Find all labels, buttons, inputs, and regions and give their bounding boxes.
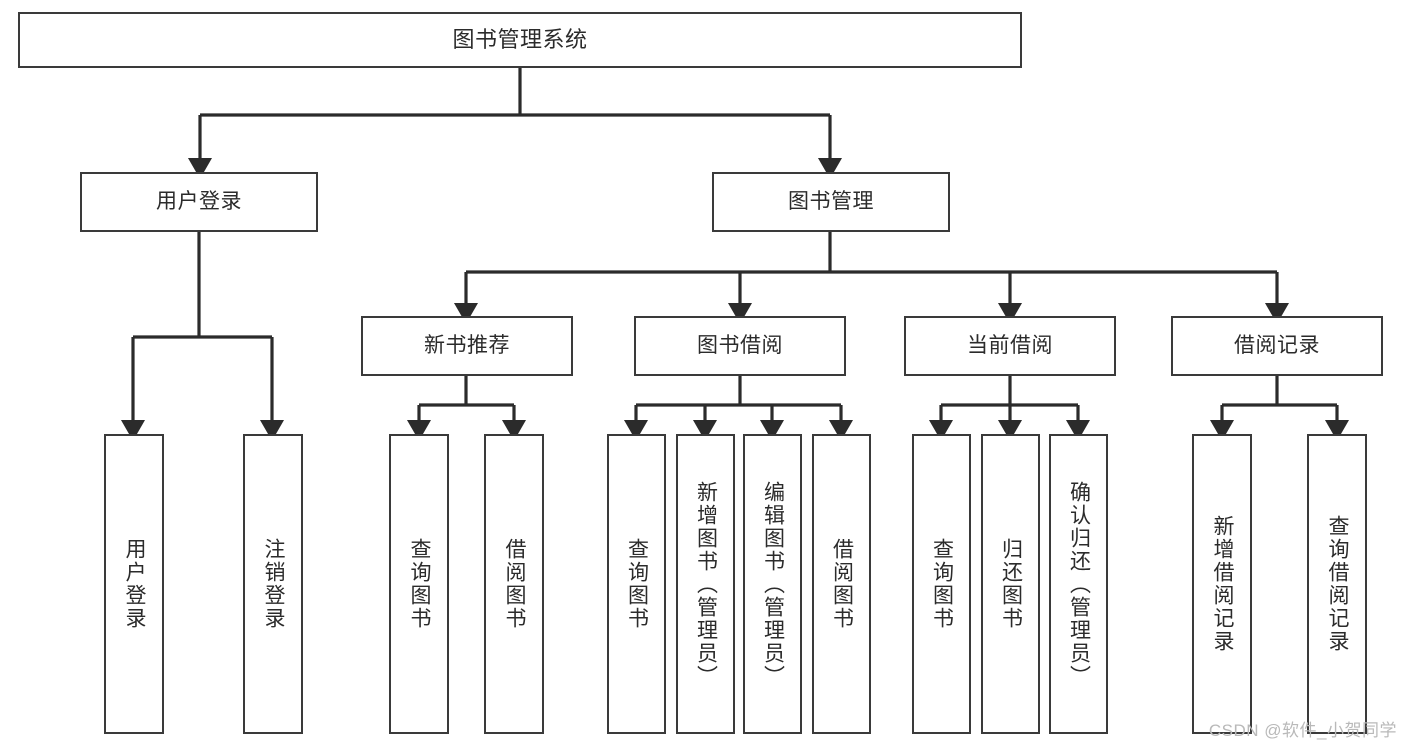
node-label: 查询借阅记录 <box>1326 515 1350 653</box>
node-label: 借阅记录 <box>1234 333 1320 357</box>
node-label: 归还图书 <box>999 538 1023 630</box>
node-leaf-add-borrow-record[interactable]: 新增借阅记录 <box>1192 434 1252 734</box>
node-leaf-user-login[interactable]: 用户登录 <box>104 434 164 734</box>
node-borrow-record[interactable]: 借阅记录 <box>1171 316 1383 376</box>
node-label: 图书借阅 <box>697 333 783 357</box>
node-user-login[interactable]: 用户登录 <box>80 172 318 232</box>
node-new-book-recommend[interactable]: 新书推荐 <box>361 316 573 376</box>
node-root-book-management-system[interactable]: 图书管理系统 <box>18 12 1022 68</box>
node-label: 借阅图书 <box>830 538 854 630</box>
node-book-management[interactable]: 图书管理 <box>712 172 950 232</box>
node-leaf-return-book[interactable]: 归还图书 <box>981 434 1040 734</box>
node-label: 新书推荐 <box>424 333 510 357</box>
node-label: 查询图书 <box>930 538 954 630</box>
node-current-borrow[interactable]: 当前借阅 <box>904 316 1116 376</box>
node-label: 查询图书 <box>625 538 649 630</box>
node-leaf-logout-login[interactable]: 注销登录 <box>243 434 303 734</box>
csdn-watermark: CSDN @软件_小贺同学 <box>1208 721 1397 740</box>
node-label: 编辑图书（管理员） <box>761 480 785 688</box>
node-label: 当前借阅 <box>967 333 1053 357</box>
node-label: 图书管理 <box>788 189 874 213</box>
node-label: 查询图书 <box>408 538 432 630</box>
node-leaf-add-book-admin[interactable]: 新增图书（管理员） <box>676 434 735 734</box>
node-label: 图书管理系统 <box>452 26 588 52</box>
node-label: 用户登录 <box>123 538 147 630</box>
node-label: 借阅图书 <box>503 538 527 630</box>
node-label: 确认归还（管理员） <box>1067 480 1091 688</box>
node-label: 用户登录 <box>156 189 242 213</box>
node-label: 新增借阅记录 <box>1211 515 1235 653</box>
node-leaf-query-book-recommend[interactable]: 查询图书 <box>389 434 449 734</box>
node-label: 注销登录 <box>262 538 286 630</box>
node-leaf-query-book-borrow[interactable]: 查询图书 <box>607 434 666 734</box>
node-leaf-borrow-book[interactable]: 借阅图书 <box>812 434 871 734</box>
node-book-borrow[interactable]: 图书借阅 <box>634 316 846 376</box>
node-leaf-edit-book-admin[interactable]: 编辑图书（管理员） <box>743 434 802 734</box>
node-leaf-borrow-book-recommend[interactable]: 借阅图书 <box>484 434 544 734</box>
node-leaf-query-book-current[interactable]: 查询图书 <box>912 434 971 734</box>
node-leaf-query-borrow-record[interactable]: 查询借阅记录 <box>1307 434 1367 734</box>
node-leaf-confirm-return-admin[interactable]: 确认归还（管理员） <box>1049 434 1108 734</box>
node-label: 新增图书（管理员） <box>694 480 718 688</box>
